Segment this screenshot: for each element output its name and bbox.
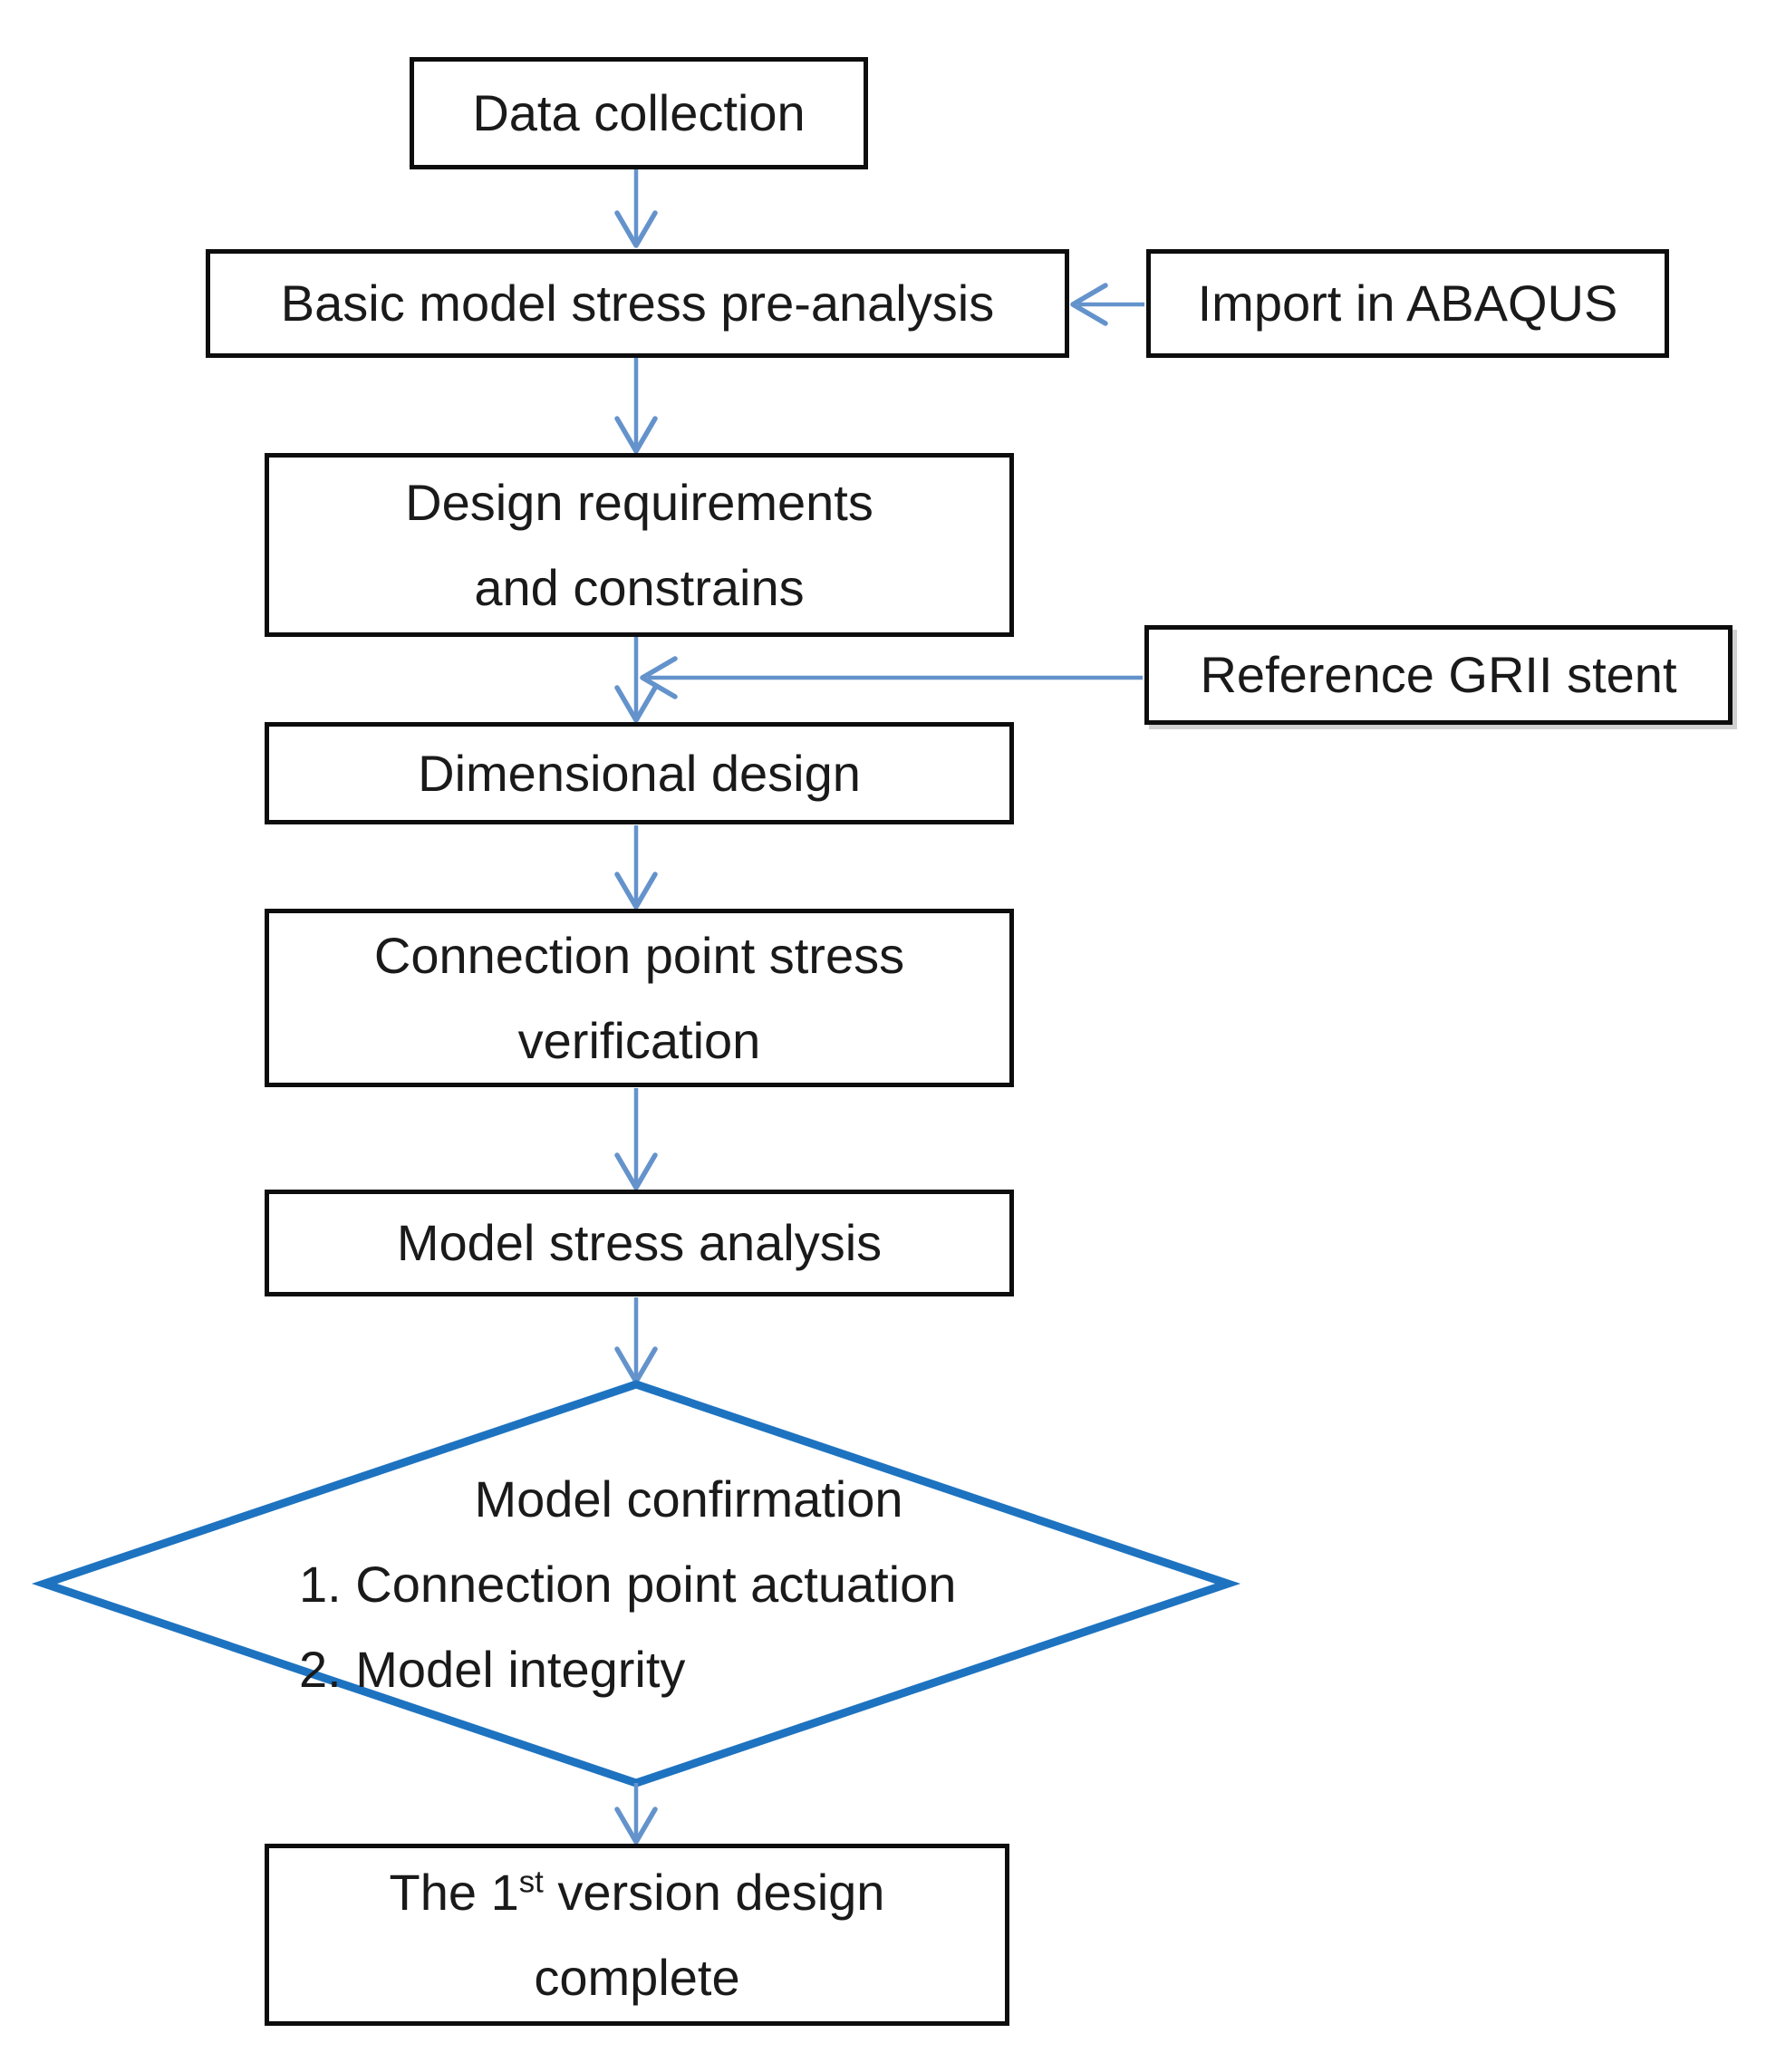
arrowhead-down-icon bbox=[614, 1152, 658, 1190]
arrowhead-left-icon bbox=[640, 656, 678, 699]
final-box-line2: complete bbox=[534, 1948, 740, 2006]
node-import-abaqus-label: Import in ABAQUS bbox=[1197, 275, 1618, 332]
node-reference-grii-label: Reference GRII stent bbox=[1200, 646, 1677, 703]
node-connection-point-line2: verification bbox=[517, 1011, 761, 1069]
node-import-in-abaqus: Import in ABAQUS bbox=[1146, 249, 1669, 358]
node-connection-point-stress-verification: Connection point stress verification bbox=[265, 909, 1014, 1087]
node-model-confirmation-text: Model confirmation 1. Connection point a… bbox=[299, 1457, 1078, 1712]
node-design-requirements-line1: Design requirements bbox=[405, 473, 874, 531]
final-box-line1: The 1st version design bbox=[390, 1850, 885, 1935]
arrowhead-down-icon bbox=[614, 210, 658, 248]
node-basic-model-stress-pre-analysis: Basic model stress pre-analysis bbox=[206, 249, 1069, 358]
node-design-requirements-line2: and constrains bbox=[474, 558, 805, 616]
arrowhead-left-icon bbox=[1070, 283, 1108, 326]
final-box-line1-post: version design bbox=[543, 1863, 885, 1921]
node-model-stress-label: Model stress analysis bbox=[396, 1214, 883, 1271]
node-design-requirements: Design requirements and constrains bbox=[265, 453, 1014, 637]
model-confirmation-item-1: 1. Connection point actuation bbox=[299, 1556, 957, 1613]
node-model-stress-analysis: Model stress analysis bbox=[265, 1190, 1014, 1296]
final-box-ordinal-suffix: st bbox=[518, 1864, 544, 1899]
model-confirmation-item-2: 2. Model integrity bbox=[299, 1641, 686, 1698]
arrowhead-down-icon bbox=[614, 416, 658, 454]
node-dimensional-design: Dimensional design bbox=[265, 722, 1014, 824]
model-confirmation-title: Model confirmation bbox=[474, 1470, 903, 1527]
node-dimensional-design-label: Dimensional design bbox=[418, 744, 861, 802]
node-data-collection: Data collection bbox=[410, 57, 868, 169]
node-reference-grii-stent: Reference GRII stent bbox=[1144, 625, 1733, 725]
arrowhead-down-icon bbox=[614, 1807, 658, 1845]
node-connection-point-line1: Connection point stress bbox=[373, 926, 905, 984]
arrowhead-down-icon bbox=[614, 872, 658, 910]
node-basic-model-label: Basic model stress pre-analysis bbox=[280, 275, 995, 332]
arrowhead-down-icon bbox=[614, 685, 658, 723]
node-first-version-design-complete: The 1st version design complete bbox=[265, 1844, 1009, 2026]
final-box-line1-pre: The 1 bbox=[389, 1863, 519, 1921]
node-data-collection-label: Data collection bbox=[472, 84, 806, 141]
